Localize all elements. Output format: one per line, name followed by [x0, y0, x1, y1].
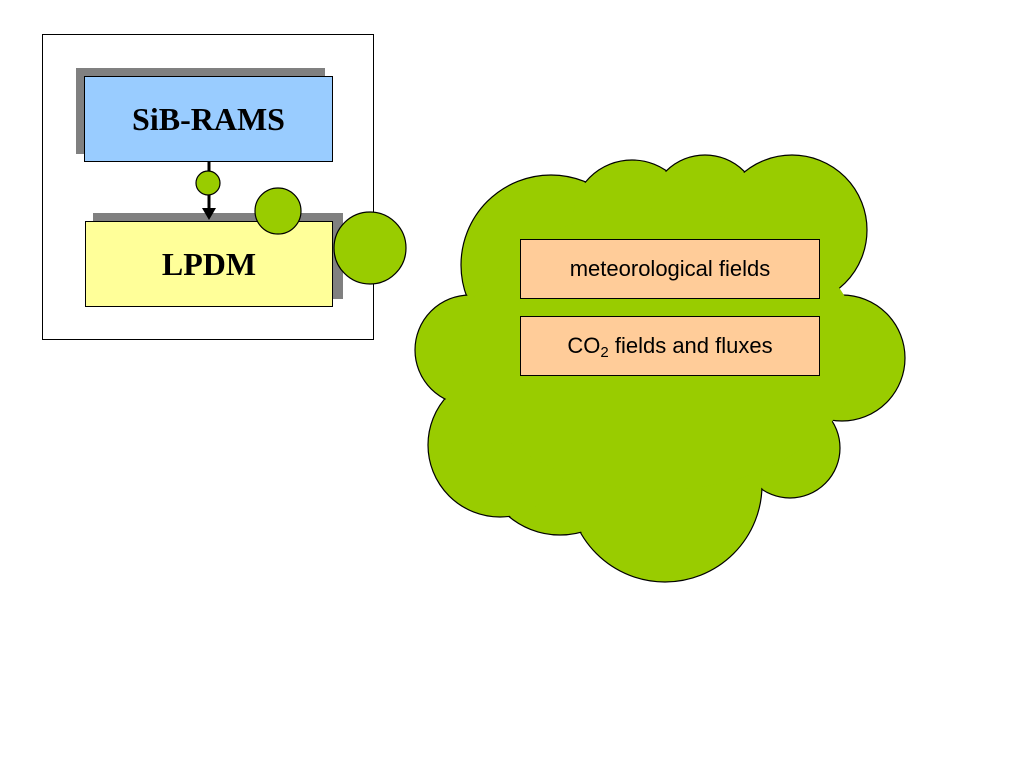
- sib-rams-label: SiB-RAMS: [132, 100, 285, 137]
- co2-prefix: CO: [567, 333, 601, 358]
- co2-suffix: fields and fluxes: [608, 333, 773, 358]
- co2-fields-text: CO2 fields and fluxes: [567, 333, 773, 361]
- sib-rams-box: SiB-RAMS: [84, 76, 333, 162]
- lpdm-label: LPDM: [161, 245, 257, 282]
- co2-fields-label: CO2 fields and fluxes: [520, 316, 820, 376]
- lpdm-box: LPDM: [85, 221, 333, 307]
- meteorological-fields-text: meteorological fields: [569, 256, 771, 281]
- co2-subscript: 2: [600, 344, 609, 361]
- meteorological-fields-label: meteorological fields: [520, 239, 820, 299]
